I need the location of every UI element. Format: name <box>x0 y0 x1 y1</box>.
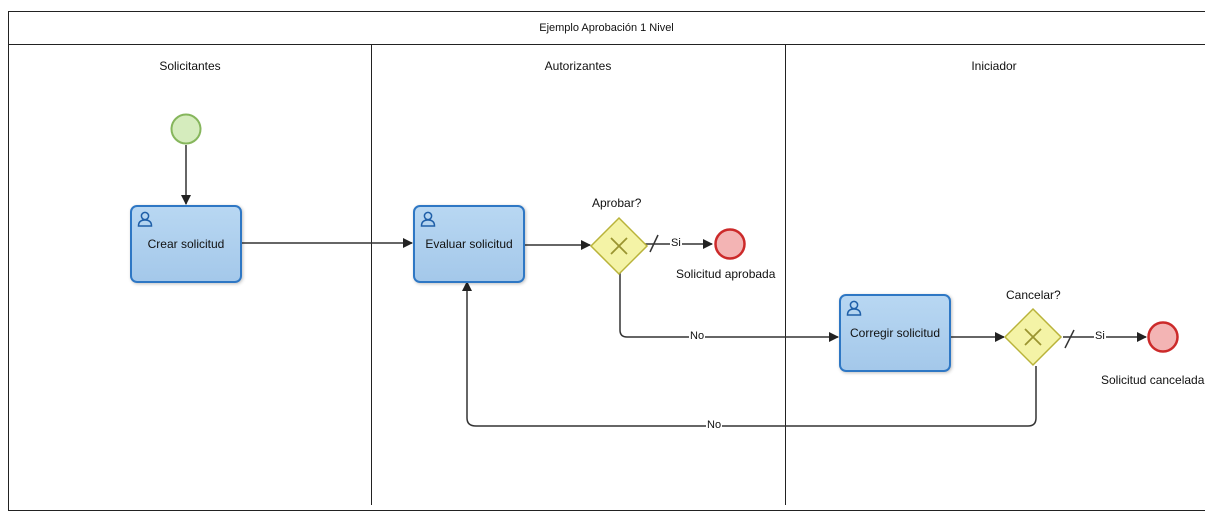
lane-divider <box>371 45 372 505</box>
task-crear-solicitud[interactable]: Crear solicitud <box>130 205 242 283</box>
lane-label-solicitantes: Solicitantes <box>159 59 221 73</box>
default-flow-slash <box>649 234 659 253</box>
end-event-aprobada <box>714 228 746 260</box>
user-icon <box>846 300 862 316</box>
flow-cancelar-no <box>462 281 1037 427</box>
task-evaluar-solicitud[interactable]: Evaluar solicitud <box>413 205 525 283</box>
gateway-label-cancelar: Cancelar? <box>1006 288 1061 302</box>
default-flow-slash <box>1064 329 1075 349</box>
flow-label-cancelar-si: Si <box>1094 330 1106 342</box>
user-icon <box>137 211 153 227</box>
task-label: Evaluar solicitud <box>425 237 513 251</box>
flow-aprobar-no <box>619 272 839 342</box>
pool-title: Ejemplo Aprobación 1 Nivel <box>8 11 1205 45</box>
flow-label-cancelar-no: No <box>706 419 723 431</box>
lane-label-autorizantes: Autorizantes <box>544 59 612 73</box>
gateway-cancelar <box>1003 307 1063 367</box>
flow-label-aprobar-no: No <box>689 330 706 342</box>
flow-label-aprobar-si: Si <box>670 237 682 249</box>
gateway-aprobar <box>589 216 649 276</box>
end-event-cancelada <box>1147 321 1179 353</box>
task-corregir-solicitud[interactable]: Corregir solicitud <box>839 294 951 372</box>
end-label-aprobada: Solicitud aprobada <box>676 267 776 281</box>
gateway-label-aprobar: Aprobar? <box>592 196 642 210</box>
lane-divider <box>785 45 786 505</box>
user-icon <box>420 211 436 227</box>
start-event <box>170 113 202 145</box>
end-label-cancelada: Solicitud cancelada <box>1101 373 1205 387</box>
task-label: Crear solicitud <box>147 237 225 251</box>
lane-label-iniciador: Iniciador <box>971 59 1017 73</box>
task-label: Corregir solicitud <box>849 326 941 340</box>
